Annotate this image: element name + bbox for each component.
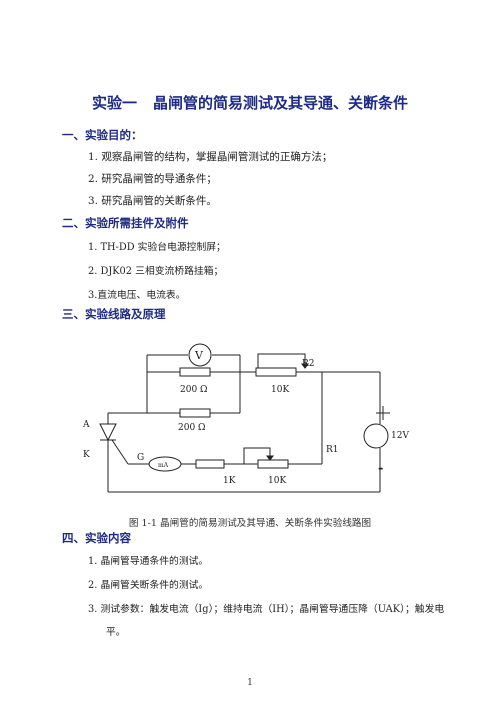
objective-item: 1. 观察晶闸管的结构，掌握晶闸管测试的正确方法； bbox=[88, 151, 333, 163]
voltmeter-symbol bbox=[188, 343, 212, 367]
section-heading-objectives: 一、实验目的： bbox=[62, 128, 143, 142]
resistor-200-bottom bbox=[179, 408, 211, 418]
objective-item: 3. 研究晶闸管的关断条件。 bbox=[88, 195, 217, 207]
resistor-1k bbox=[195, 459, 225, 469]
thyristor-gate-lead bbox=[111, 439, 129, 465]
pot-bottom-value-label: 10K bbox=[268, 476, 286, 486]
page-title: 实验一晶闸管的简易测试及其导通、关断条件 bbox=[91, 94, 409, 112]
equipment-item: 2. DJK02 三相变流桥路挂箱； bbox=[88, 266, 224, 277]
wiper-r2-arrow bbox=[301, 363, 309, 369]
objective-item: 2. 研究晶闸管的导通条件； bbox=[88, 173, 217, 185]
wiper-r2 bbox=[257, 353, 306, 368]
voltmeter-label: V bbox=[194, 349, 204, 362]
equipment-item: 1. TH-DD 实验台电源控制屏； bbox=[88, 242, 226, 253]
thyristor-triangle bbox=[99, 423, 117, 442]
ammeter-label: mA bbox=[158, 462, 169, 469]
section-heading-equipment: 二、实验所需挂件及附件 bbox=[62, 216, 189, 230]
content-item: 3. 测试参数：触发电流（Ig）；维持电流（IH）；晶闸管导通压降（UAK）；触… bbox=[88, 604, 445, 615]
figure-caption: 图 1-1 晶闸管的简易测试及其导通、关断条件实验线路图 bbox=[128, 518, 372, 529]
potentiometer-r2 bbox=[255, 367, 297, 377]
section-heading-content: 四、实验内容 bbox=[62, 531, 131, 545]
battery-label: 12V bbox=[391, 431, 409, 441]
anode-label: A bbox=[82, 420, 90, 430]
r-1k-label: 1K bbox=[223, 476, 236, 486]
content-item: 1. 晶闸管导通条件的测试。 bbox=[88, 556, 209, 567]
cathode-label: K bbox=[83, 450, 90, 460]
wiper-r1 bbox=[243, 447, 271, 464]
page-number: 1 bbox=[247, 678, 253, 688]
battery-symbol bbox=[363, 423, 389, 449]
section-heading-circuit: 三、实验线路及原理 bbox=[62, 307, 166, 321]
pot-top-name-label: R2 bbox=[302, 359, 315, 369]
pot-bottom-name-label: R1 bbox=[326, 445, 339, 455]
gate-label: G bbox=[137, 453, 144, 463]
pot-top-value-label: 10K bbox=[271, 385, 289, 395]
equipment-item: 3.直流电压、电流表。 bbox=[88, 290, 186, 301]
r-top-label: 200 Ω bbox=[180, 385, 208, 395]
resistor-200-top bbox=[179, 367, 211, 377]
content-item: 2. 晶闸管关断条件的测试。 bbox=[88, 580, 209, 591]
content-item-continuation: 平。 bbox=[106, 627, 126, 638]
r-bottom-label: 200 Ω bbox=[178, 423, 206, 433]
minus-label: - bbox=[378, 461, 383, 476]
potentiometer-r1 bbox=[257, 459, 289, 469]
wiper-r1-arrow bbox=[266, 455, 274, 461]
